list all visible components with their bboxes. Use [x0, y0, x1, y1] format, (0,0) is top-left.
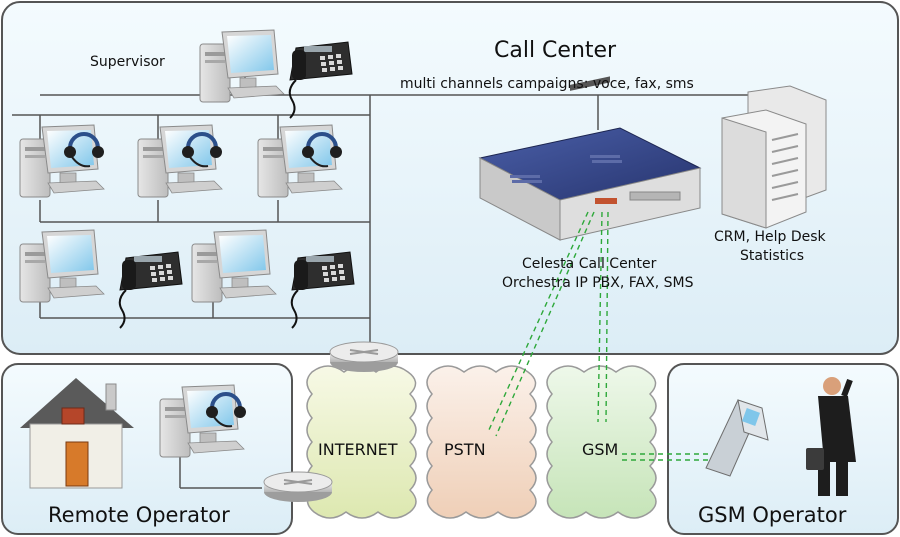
crm-label-line2: Statistics — [740, 248, 804, 264]
crm-label-line1: CRM, Help Desk — [714, 229, 826, 245]
remote-operator-title: Remote Operator — [48, 503, 230, 527]
mobile-phone-icon — [705, 399, 769, 477]
gsm-cloud — [546, 365, 657, 519]
trunk-links — [487, 211, 712, 461]
internet-cloud — [306, 365, 417, 519]
businessman-icon — [806, 377, 856, 496]
router-icon — [263, 471, 333, 503]
pbx-label-line1: Celesta Call Center — [522, 256, 657, 272]
router-icon — [329, 341, 399, 373]
pbx-appliance-icon — [478, 76, 702, 241]
supervisor-label: Supervisor — [90, 54, 165, 70]
call-center-title: Call Center — [494, 38, 617, 63]
pstn-label: PSTN — [444, 440, 486, 459]
lan-wiring — [12, 75, 790, 489]
call-center-subtitle: multi channels campaigns: voce, fax, sms — [400, 76, 694, 92]
gsm-label: GSM — [582, 440, 619, 459]
internet-label: INTERNET — [318, 440, 398, 459]
pstn-cloud — [426, 365, 537, 519]
gsm-operator-title: GSM Operator — [698, 503, 847, 527]
crm-server-icon — [721, 85, 827, 229]
pbx-label-line2: Orchestra IP PBX, FAX, SMS — [502, 275, 694, 291]
house-icon — [20, 378, 134, 489]
